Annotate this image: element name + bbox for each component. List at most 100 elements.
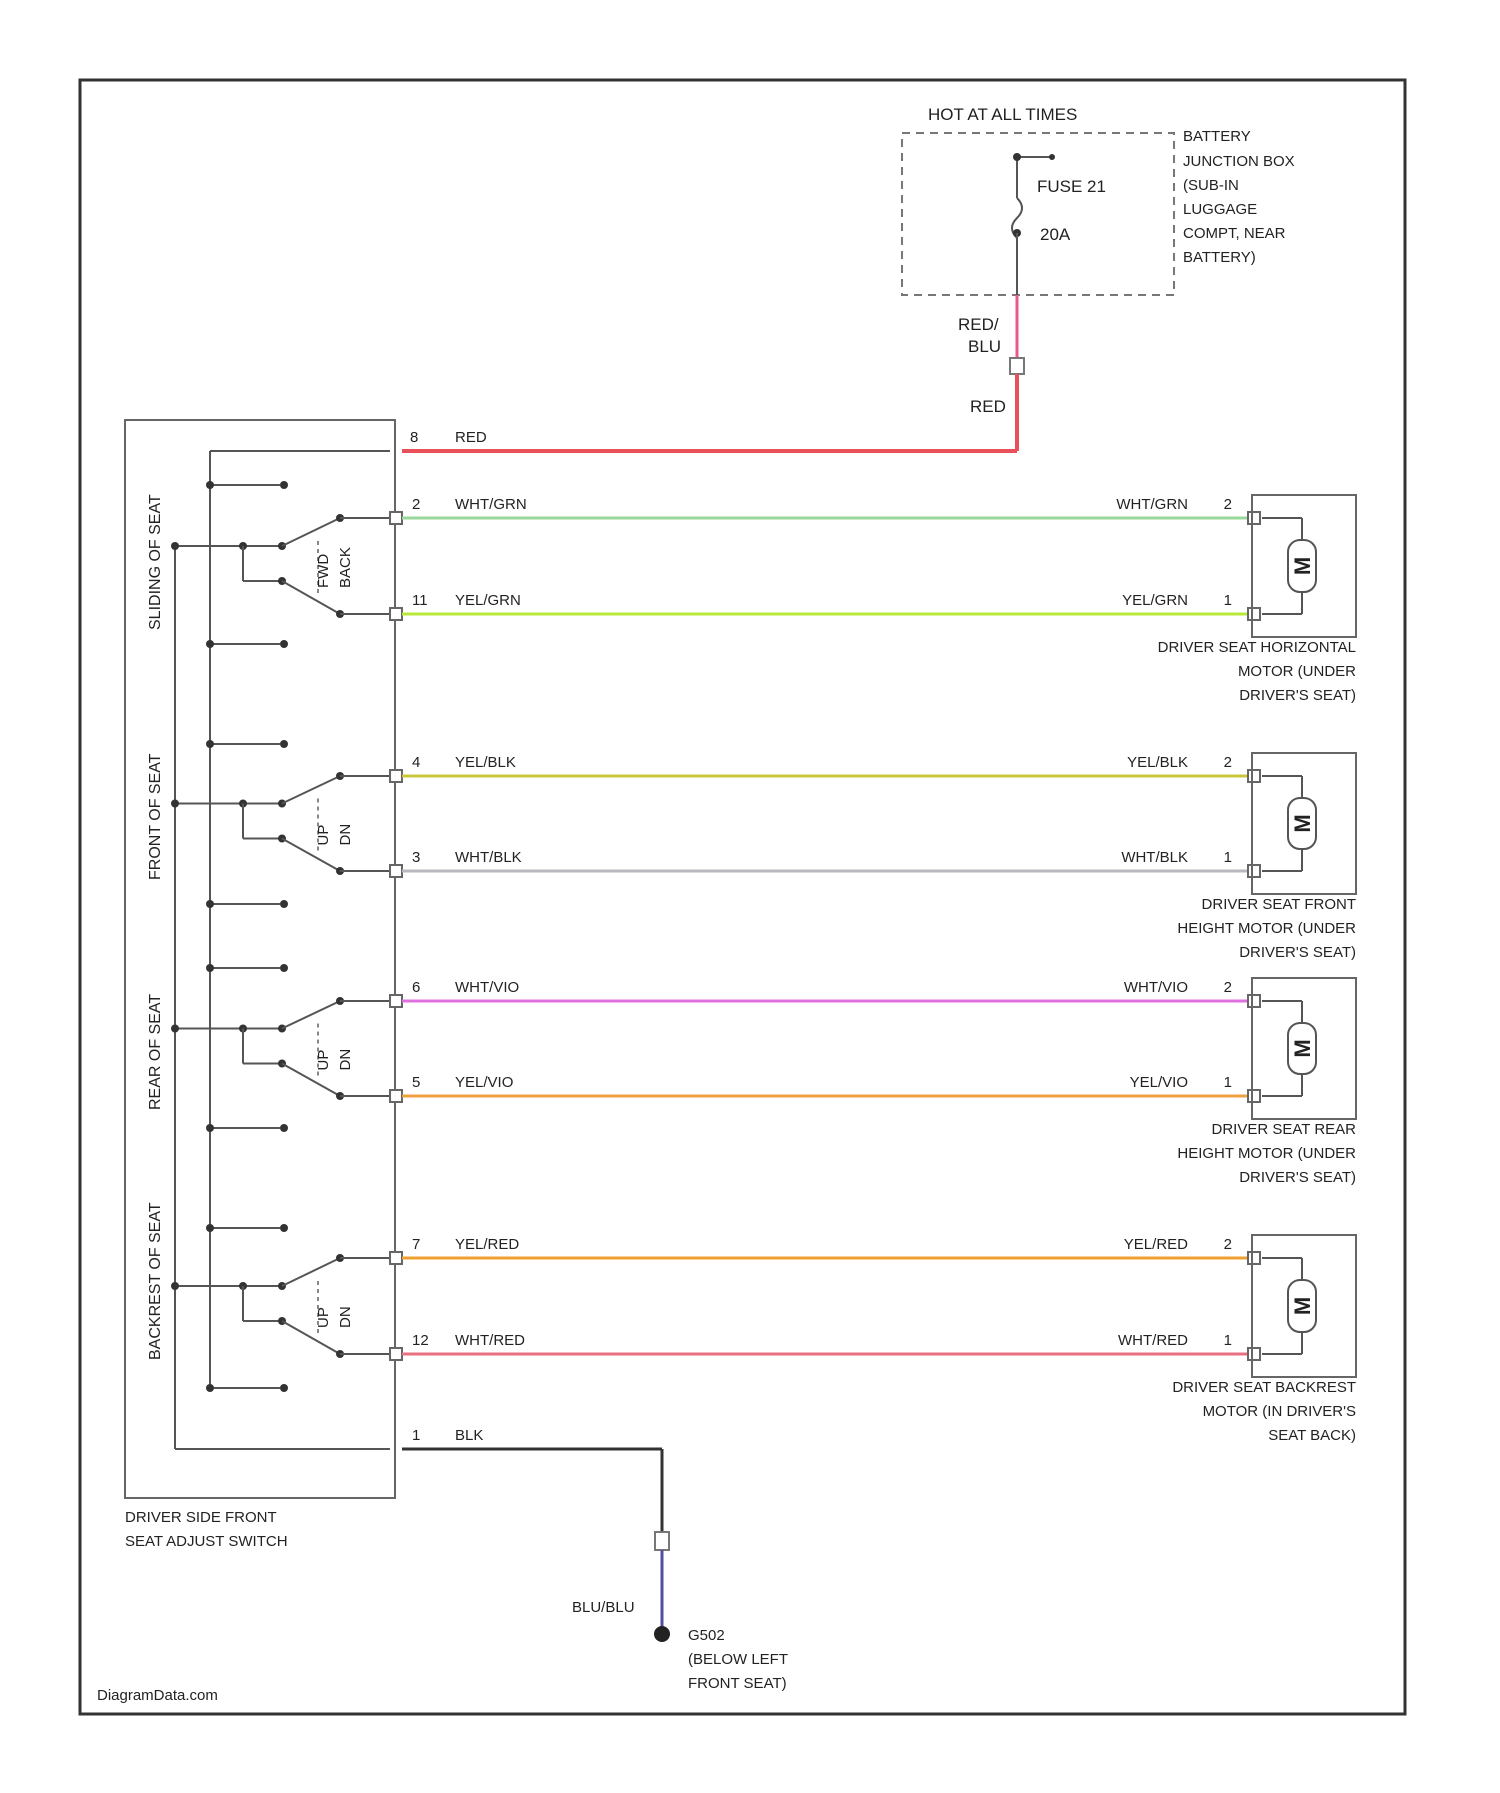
idle-contact-node — [206, 1124, 214, 1132]
motor-circuit-2: 4YEL/BLKYEL/BLK23WHT/BLKWHT/BLK1MDRIVER … — [390, 753, 1356, 961]
switch-section-label: BACKREST OF SEAT — [147, 1202, 164, 1360]
fuse-top-node — [1013, 153, 1021, 161]
motor-pin-number: 1 — [1224, 1074, 1232, 1091]
wire-color-label-left: YEL/VIO — [455, 1074, 513, 1091]
ground-point-icon — [654, 1626, 670, 1642]
motor-name-line: MOTOR (IN DRIVER'S — [1203, 1403, 1356, 1420]
switch-direction-label: DN — [337, 1049, 354, 1071]
ground-bus-node — [171, 542, 179, 550]
idle-contact-node — [280, 481, 288, 489]
switch-power-pin: 8 — [410, 429, 418, 446]
switch-pin-terminal — [390, 770, 402, 782]
idle-contact-node — [280, 1384, 288, 1392]
switch-pin-terminal — [390, 512, 402, 524]
motor-pin-terminal — [1248, 1090, 1260, 1102]
fuse-tap-node — [1049, 154, 1055, 160]
motor-pin-number: 2 — [1224, 496, 1232, 513]
motor-name-line: DRIVER SEAT HORIZONTAL — [1158, 639, 1356, 656]
switch-pin-number: 3 — [412, 849, 420, 866]
motor-name-line: DRIVER'S SEAT) — [1239, 944, 1356, 961]
switch-arm-up — [282, 518, 340, 546]
motor-symbol: M — [1290, 1039, 1315, 1057]
switch-section-labels: SLIDING OF SEATFRONT OF SEATREAR OF SEAT… — [147, 494, 164, 1360]
switch-direction-label: UP — [315, 1307, 332, 1328]
motor-symbol: M — [1290, 1297, 1315, 1315]
switch-direction-label: FWD — [315, 554, 332, 588]
switch-pin-number: 5 — [412, 1074, 420, 1091]
motor-pin-terminal — [1248, 608, 1260, 620]
wire-red-blu-label-2: BLU — [968, 337, 1001, 356]
switch-direction-label: BACK — [337, 547, 354, 588]
wire-color-label-right: YEL/RED — [1124, 1236, 1188, 1253]
ground-name-3: FRONT SEAT) — [688, 1675, 787, 1692]
idle-contact-node — [206, 481, 214, 489]
power-source: HOT AT ALL TIMES FUSE 21 20A BATTERY JUN… — [902, 105, 1295, 295]
wire-color-label-right: YEL/VIO — [1130, 1074, 1188, 1091]
motor-symbol: M — [1290, 557, 1315, 575]
ground-wire-label: BLK — [455, 1427, 483, 1444]
fuse-name: FUSE 21 — [1037, 177, 1106, 196]
switch-pin-terminal — [390, 1090, 402, 1102]
motor-wiring: 2WHT/GRNWHT/GRN211YEL/GRNYEL/GRN1MDRIVER… — [390, 495, 1356, 1444]
junction-box-label-3: (SUB-IN — [1183, 177, 1239, 194]
switch-pin-terminal — [390, 995, 402, 1007]
switch-pin-terminal — [390, 1252, 402, 1264]
wire-color-label-right: WHT/BLK — [1121, 849, 1188, 866]
motor-pin-terminal — [1248, 1252, 1260, 1264]
switch-section-label: SLIDING OF SEAT — [147, 494, 164, 630]
switch-pin-number: 6 — [412, 979, 420, 996]
motor-name-line: DRIVER SEAT REAR — [1212, 1121, 1357, 1138]
junction-box-label-4: LUGGAGE — [1183, 201, 1257, 218]
motor-symbol: M — [1290, 814, 1315, 832]
motor-pin-number: 1 — [1224, 1332, 1232, 1349]
ground-blu-label: BLU/BLU — [572, 1599, 635, 1616]
switch-name-1: DRIVER SIDE FRONT — [125, 1509, 277, 1526]
motor-name-line: DRIVER SEAT FRONT — [1202, 896, 1356, 913]
ground-bus-node — [171, 1282, 179, 1290]
motor-pin-terminal — [1248, 995, 1260, 1007]
ground-circuit: 1 BLK BLU/BLU G502 (BELOW LEFT FRONT SEA… — [402, 1427, 788, 1692]
switch-direction-label: UP — [315, 1050, 332, 1071]
switch-pin-number: 4 — [412, 754, 420, 771]
wire-color-label-right: YEL/GRN — [1122, 592, 1188, 609]
motor-pin-number: 1 — [1224, 592, 1232, 609]
ground-name-2: (BELOW LEFT — [688, 1651, 788, 1668]
ground-bus-node — [171, 1025, 179, 1033]
wire-color-label-left: WHT/BLK — [455, 849, 522, 866]
switch-pin-terminal — [390, 608, 402, 620]
ground-bus-node — [171, 800, 179, 808]
switch-pin-number: 7 — [412, 1236, 420, 1253]
motor-name-line: HEIGHT MOTOR (UNDER — [1177, 920, 1356, 937]
switch-pin-terminal — [390, 865, 402, 877]
switch-arm-up — [282, 1001, 340, 1029]
fuse-rating: 20A — [1040, 225, 1071, 244]
motor-name-line: MOTOR (UNDER — [1238, 663, 1356, 680]
switch-pin-number: 12 — [412, 1332, 429, 1349]
motor-pin-number: 2 — [1224, 1236, 1232, 1253]
idle-contact-node — [206, 900, 214, 908]
switch-pin-terminal — [390, 1348, 402, 1360]
motor-pin-terminal — [1248, 1348, 1260, 1360]
wire-color-label-left: YEL/BLK — [455, 754, 516, 771]
seat-adjust-switch: FWDBACKUPDNUPDNUPDN SLIDING OF SEATFRONT… — [125, 420, 395, 1550]
idle-contact-node — [280, 900, 288, 908]
switch-internals: FWDBACKUPDNUPDNUPDN — [171, 481, 390, 1392]
motor-name-line: HEIGHT MOTOR (UNDER — [1177, 1145, 1356, 1162]
idle-contact-node — [280, 1224, 288, 1232]
footer-watermark: DiagramData.com — [97, 1687, 218, 1704]
inline-connector — [1010, 358, 1024, 374]
motor-pin-number: 2 — [1224, 754, 1232, 771]
motor-name-line: SEAT BACK) — [1268, 1427, 1356, 1444]
idle-contact-node — [206, 640, 214, 648]
idle-contact-node — [206, 964, 214, 972]
wire-color-label-right: WHT/VIO — [1124, 979, 1188, 996]
wire-color-label-right: WHT/RED — [1118, 1332, 1188, 1349]
motor-name-line: DRIVER SEAT BACKREST — [1172, 1379, 1356, 1396]
idle-contact-node — [206, 1384, 214, 1392]
switch-section-label: FRONT OF SEAT — [147, 753, 164, 880]
